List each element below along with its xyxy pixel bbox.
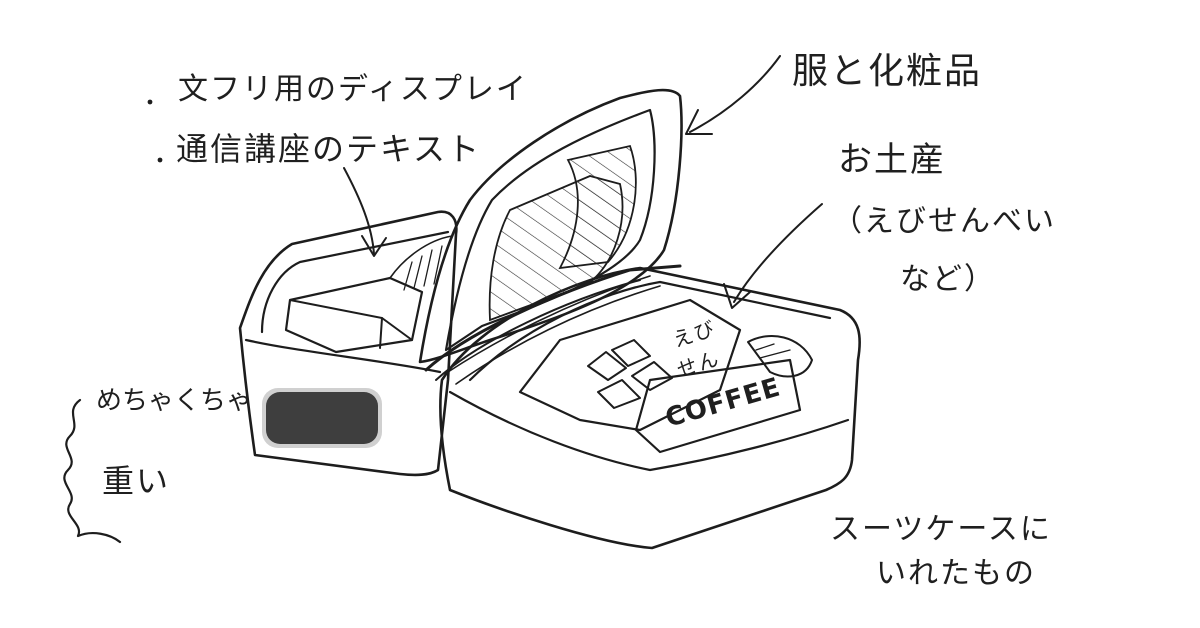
caption-line-1: スーツケースに bbox=[830, 512, 1052, 547]
bullet-dot-1 bbox=[147, 99, 153, 105]
suitcase-lid bbox=[418, 88, 683, 364]
arrow-to-lid bbox=[685, 55, 781, 135]
annotation-souvenir-title: お土産 bbox=[838, 140, 946, 180]
emphasis-wavy-line bbox=[63, 398, 122, 544]
annotation-textbook-item: 通信講座のテキスト bbox=[176, 130, 482, 168]
bullet-dot-2 bbox=[157, 157, 163, 163]
arrow-to-text-books bbox=[343, 167, 387, 257]
annotation-weight-heavy: 重い bbox=[102, 462, 171, 500]
annotation-souvenir-detail-close: など） bbox=[900, 262, 996, 297]
side-handle bbox=[262, 388, 382, 448]
arrow-to-souvenirs bbox=[723, 203, 823, 309]
annotation-souvenir-detail: （えびせんべい bbox=[832, 204, 1056, 239]
coffee-package bbox=[634, 335, 813, 454]
text-book-stack bbox=[284, 235, 453, 354]
annotation-lid-contents: 服と化粧品 bbox=[792, 51, 983, 92]
suitcase-left-half bbox=[238, 210, 458, 477]
annotation-display-item: 文フリ用のディスプレイ bbox=[178, 72, 528, 107]
ebisen-package bbox=[518, 298, 742, 432]
annotation-weight-note: めちゃくちゃ bbox=[96, 386, 253, 416]
caption-line-2: いれたもの bbox=[876, 556, 1036, 591]
